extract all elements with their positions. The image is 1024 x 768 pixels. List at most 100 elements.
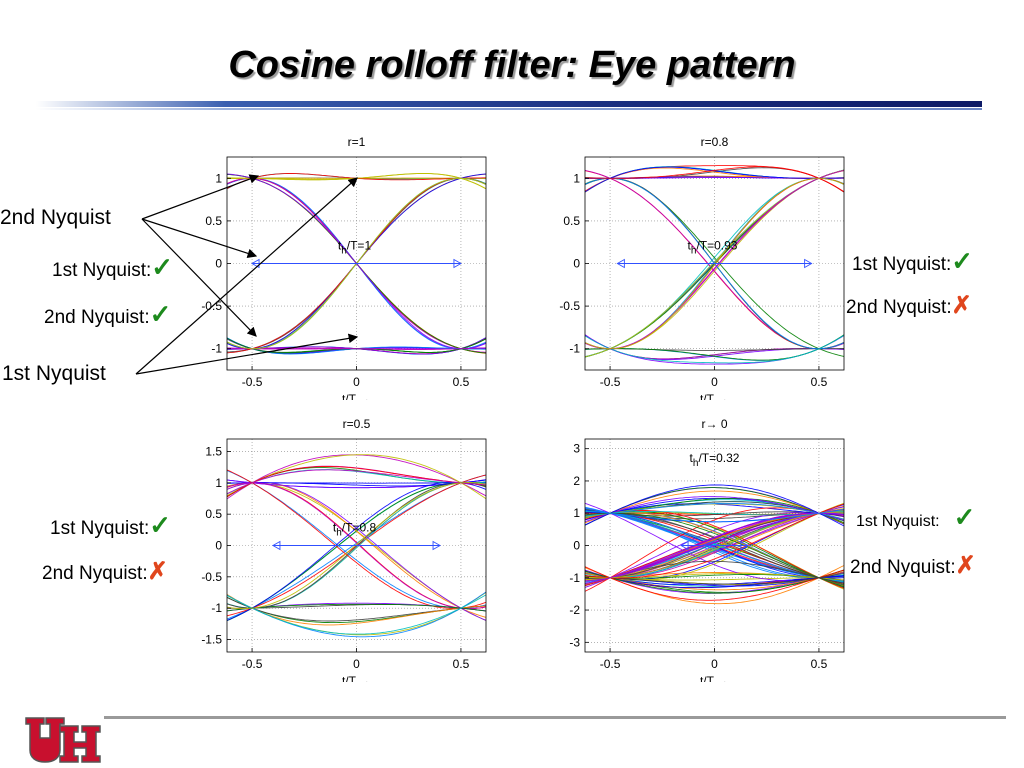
eye-opening-arrowhead	[251, 258, 260, 269]
eye-trace	[227, 482, 486, 610]
y-tick-label: 0	[215, 539, 222, 553]
check-icon: ✓	[149, 510, 172, 540]
eye-trace	[227, 594, 486, 626]
eye-trace	[585, 572, 844, 585]
label-2nd-nyquist: 2nd Nyquist	[0, 206, 111, 229]
eye-trace	[585, 502, 844, 520]
eye-opening-arrowhead	[432, 540, 441, 551]
p4-first-nyquist: 1st Nyquist: ✓	[856, 504, 975, 531]
y-tick-label: -1	[569, 342, 580, 356]
eye-opening-arrowhead	[680, 540, 689, 551]
plot-title: r→ 0	[701, 417, 727, 431]
cross-icon: ✗	[955, 552, 976, 579]
arrow-2nd-nyquist-bottom	[141, 218, 257, 337]
check-icon: ✓	[953, 502, 976, 532]
p1-first-text: 1st Nyquist:	[52, 260, 152, 281]
p1-first-nyquist: 1st Nyquist:✓	[52, 254, 173, 282]
eye-opening-arrowhead	[453, 258, 462, 269]
eye-opening-label: th/T=0.8	[333, 521, 377, 539]
x-tick-label: -0.5	[600, 375, 621, 389]
eye-opening-arrowhead	[616, 258, 625, 269]
label-1st-nyquist: 1st Nyquist	[2, 362, 106, 385]
slide-title: Cosine rolloff filter: Eye pattern	[228, 44, 796, 86]
eye-opening-arrowhead	[804, 258, 813, 269]
eye-trace	[585, 496, 844, 523]
y-tick-label: 0.5	[563, 214, 580, 228]
y-tick-label: 1	[573, 506, 580, 520]
arrow-1st-nyquist-top	[135, 177, 358, 375]
p1-second-nyquist: 2nd Nyquist:✓	[44, 301, 171, 329]
eye-trace	[585, 570, 844, 589]
x-axis-label: t/T →	[700, 392, 729, 400]
x-tick-label: 0.5	[811, 375, 828, 389]
x-tick-label: 0.5	[811, 657, 828, 671]
x-tick-label: -0.5	[600, 657, 621, 671]
eye-trace	[585, 512, 844, 584]
p2-second-nyquist: 2nd Nyquist:✗	[846, 294, 972, 319]
eye-trace	[227, 454, 486, 500]
p4-second-nyquist: 2nd Nyquist:✗	[850, 554, 976, 579]
eye-trace	[585, 490, 844, 524]
eye-trace	[227, 469, 486, 495]
eye-trace	[585, 560, 844, 585]
eye-trace	[585, 334, 844, 364]
title-underline	[36, 101, 982, 107]
eye-trace	[227, 479, 486, 487]
eye-opening-arrowhead	[272, 540, 281, 551]
y-tick-label: 1	[215, 476, 222, 490]
y-tick-label: 0	[573, 539, 580, 553]
check-icon: ✓	[149, 299, 172, 329]
eye-trace	[585, 569, 844, 594]
plot-title: r=1	[348, 135, 366, 149]
x-tick-label: -0.5	[242, 657, 263, 671]
p4-second-text: 2nd Nyquist:	[850, 557, 956, 578]
p3-second-nyquist: 2nd Nyquist:✗	[42, 560, 168, 585]
eye-trace	[585, 509, 844, 523]
arrow-1st-nyquist-bottom	[135, 333, 359, 375]
plot-title: r=0.5	[343, 417, 371, 431]
check-icon: ✓	[151, 252, 174, 282]
x-tick-label: 0	[353, 657, 360, 671]
check-icon: ✓	[951, 246, 974, 276]
eye-trace	[227, 482, 486, 609]
arrow-2nd-nyquist-top	[141, 174, 260, 220]
p2-first-text: 1st Nyquist:	[852, 254, 952, 275]
p4-first-text: 1st Nyquist:	[856, 513, 940, 530]
y-tick-label: 0.5	[205, 214, 222, 228]
footer-rule	[104, 716, 1006, 719]
cross-icon: ✗	[147, 558, 168, 585]
eye-trace	[585, 484, 844, 527]
university-logo	[25, 717, 101, 763]
p3-second-text: 2nd Nyquist:	[42, 563, 148, 584]
x-tick-label: 0	[711, 375, 718, 389]
x-axis-label: t/T →	[700, 674, 729, 682]
p3-first-text: 1st Nyquist:	[50, 518, 150, 539]
y-tick-label: 2	[573, 474, 580, 488]
eye-trace	[585, 177, 844, 350]
eye-traces	[585, 165, 844, 365]
cross-icon: ✗	[951, 292, 972, 319]
x-tick-label: 0	[711, 657, 718, 671]
eye-trace	[227, 347, 486, 350]
eye-trace	[585, 507, 844, 582]
x-tick-label: -0.5	[242, 375, 263, 389]
eye-trace	[585, 571, 844, 591]
y-tick-label: -2	[569, 603, 580, 617]
eye-trace	[585, 166, 844, 193]
p1-second-text: 2nd Nyquist:	[44, 307, 150, 328]
p2-first-nyquist: 1st Nyquist:✓	[852, 248, 973, 276]
y-tick-label: 3	[573, 442, 580, 456]
eye-opening-label: th/T=0.93	[688, 239, 738, 257]
eye-traces	[227, 454, 486, 638]
y-tick-label: 1.5	[205, 445, 222, 459]
eye-trace	[227, 482, 486, 610]
eye-trace	[585, 502, 844, 581]
title-underline-thin	[36, 108, 982, 110]
eye-trace	[227, 481, 486, 621]
x-tick-label: 0.5	[453, 657, 470, 671]
eye-traces	[585, 484, 844, 605]
y-tick-label: -1	[211, 601, 222, 615]
